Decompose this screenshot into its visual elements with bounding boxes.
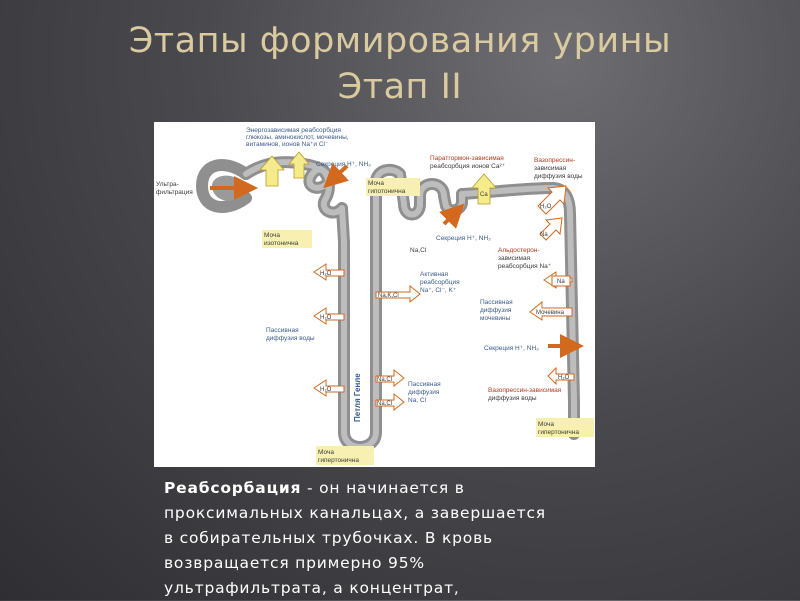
svg-text:диффузия: диффузия [408,389,440,396]
title-line-2: Этап II [0,64,800,110]
svg-text:Na: Na [557,279,565,285]
svg-text:Активная: Активная [420,271,449,278]
passive-water-label: Пассивная диффузия воды [266,327,315,342]
secretion-low-label: Секреция H⁺, NH₃ [484,345,539,352]
body-line-1: Реабсорбация - он начинается в [164,476,634,501]
svg-text:Ультра-: Ультра- [156,181,179,188]
loop-of-henle-label: Петля Генле [353,373,362,422]
title-line-1: Этапы формирования урины [0,18,800,64]
svg-text:диффузия воды: диффузия воды [534,173,583,180]
secretion-top-arrow [332,166,347,180]
svg-text:Паратгормон-зависимая: Паратгормон-зависимая [430,155,504,162]
secretion-mid-label: Секреция H⁺, NH₃ [436,235,491,242]
svg-text:H₂O: H₂O [320,271,332,277]
svg-text:витаминов, ионов Na⁺и Cl⁻: витаминов, ионов Na⁺и Cl⁻ [246,141,329,148]
svg-text:Моча: Моча [264,232,280,239]
body-line-1-rest: - он начинается в [301,479,464,497]
body-line-5: ультрафильтрата, а концентрат, [164,576,634,601]
svg-text:диффузия: диффузия [480,307,512,314]
nephron-diagram: Энергозависимая реабсорбция глюкозы, ами… [154,122,595,467]
vasopressin-top-label: Вазопрессин- зависимая диффузия воды [534,157,583,180]
svg-text:Энергозависимая реабсорбция: Энергозависимая реабсорбция [246,126,341,134]
nephron-svg: Энергозависимая реабсорбция глюкозы, ами… [154,122,595,467]
slide-title: Этапы формирования урины Этап II [0,18,800,110]
svg-text:реабсорбция ионов Ca²⁺: реабсорбция ионов Ca²⁺ [430,162,506,170]
body-line-3: в собирательных трубочках. В кровь [164,526,634,551]
svg-text:Na⁺, Cl⁻, K⁺: Na⁺, Cl⁻, K⁺ [420,287,457,294]
urea-arrow: Мочевина [530,302,572,320]
svg-text:гипотонична: гипотонична [368,188,406,195]
svg-text:H₂O: H₂O [320,315,332,321]
svg-text:зависимая: зависимая [534,165,567,172]
nacl-middle-label: Na,Cl [410,247,427,254]
svg-text:реабсорбция Na⁺: реабсорбция Na⁺ [498,262,552,270]
urine-hypertonic-right-box: Моча гипертонична [536,418,594,437]
svg-text:реабсорбция: реабсорбция [420,278,460,286]
svg-text:Моча: Моча [538,421,554,428]
vasopressin-low-label: Вазопрессин-зависимая диффузия воды [488,387,562,402]
svg-text:Моча: Моча [318,449,334,456]
energy-dependent-label: Энергозависимая реабсорбция глюкозы, ами… [246,126,349,148]
svg-text:Na,Cl: Na,Cl [377,377,392,383]
urine-hypertonic-left-box: Моча гипертонична [316,446,374,465]
svg-text:фильтрация: фильтрация [156,189,193,196]
svg-text:гипертонична: гипертонична [538,429,579,436]
urine-isotonic-box: Моча изотонична [262,230,312,248]
body-line-4: возвращается примерно 95% [164,551,634,576]
svg-text:зависимая: зависимая [498,255,531,262]
svg-text:глюкозы, аминокислот, мочевины: глюкозы, аминокислот, мочевины, [246,134,349,141]
svg-text:Na, Cl: Na, Cl [408,397,427,404]
ultrafiltration-label: Ультра- фильтрация [156,181,193,196]
svg-text:гипертонична: гипертонична [318,457,359,464]
passive-urea-label: Пассивная диффузия мочевины [480,299,513,322]
svg-text:Вазопрессин-зависимая: Вазопрессин-зависимая [488,387,562,394]
svg-text:Ca: Ca [480,192,488,198]
svg-text:Альдостерон-: Альдостерон- [498,247,540,254]
naklcl-arrow: Na,K,Cl [376,286,420,302]
svg-text:диффузия воды: диффузия воды [488,395,537,402]
parathormone-label: Паратгормон-зависимая реабсорбция ионов … [430,155,506,170]
svg-text:мочевины: мочевины [480,315,511,322]
svg-text:H₂O: H₂O [320,387,332,393]
svg-text:Вазопрессин-: Вазопрессин- [534,157,575,164]
svg-text:H₂O: H₂O [558,375,570,381]
svg-text:Пассивная: Пассивная [266,327,299,334]
svg-text:изотонична: изотонична [264,240,299,247]
bold-term: Реабсорбация [164,479,301,497]
svg-text:Na,K,Cl: Na,K,Cl [378,293,399,299]
svg-text:H₂O: H₂O [540,204,552,210]
svg-text:Пассивная: Пассивная [480,299,513,306]
svg-text:Na: Na [540,232,548,238]
svg-text:Пассивная: Пассивная [408,381,441,388]
svg-text:Моча: Моча [368,180,384,187]
active-reabsorption-label: Активная реабсорбция Na⁺, Cl⁻, K⁺ [420,271,460,294]
svg-text:диффузия воды: диффузия воды [266,335,315,342]
na-arrow-top: Na [540,218,562,240]
svg-text:Na,Cl: Na,Cl [377,401,392,407]
aldosterone-label: Альдостерон- зависимая реабсорбция Na⁺ [498,247,552,270]
passive-nacl-label: Пассивная диффузия Na, Cl [408,381,441,404]
urine-hypotonic-box: Моча гипотонична [366,178,420,196]
body-line-2: проксимальных канальцах, а завершается [164,501,634,526]
body-text: Реабсорбация - он начинается в проксимал… [164,476,634,601]
svg-text:Мочевина: Мочевина [536,310,565,316]
